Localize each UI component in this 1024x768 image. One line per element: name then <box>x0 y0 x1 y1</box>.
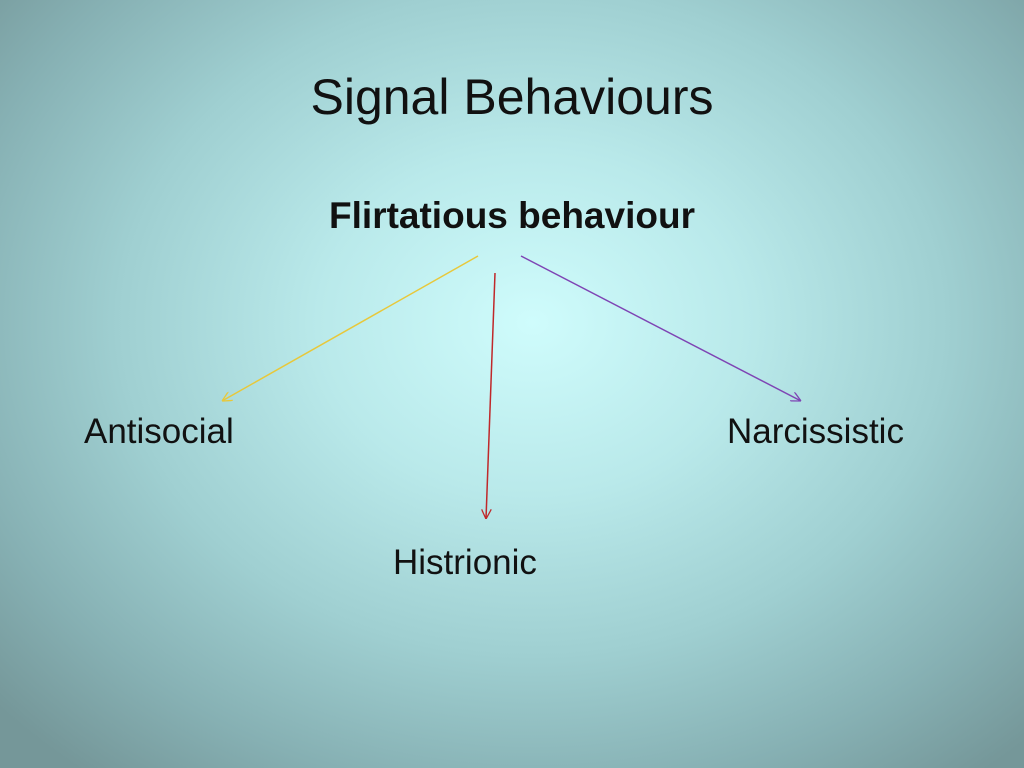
arrow-to-antisocial <box>222 255 479 401</box>
node-narcissistic: Narcissistic <box>727 412 904 451</box>
root-node-label: Flirtatious behaviour <box>329 195 695 236</box>
arrow-to-histrionic <box>486 272 496 519</box>
slide-title: Signal Behaviours <box>310 69 714 125</box>
node-histrionic: Histrionic <box>393 543 537 582</box>
node-antisocial: Antisocial <box>84 412 234 451</box>
arrow-to-narcissistic <box>520 255 801 401</box>
